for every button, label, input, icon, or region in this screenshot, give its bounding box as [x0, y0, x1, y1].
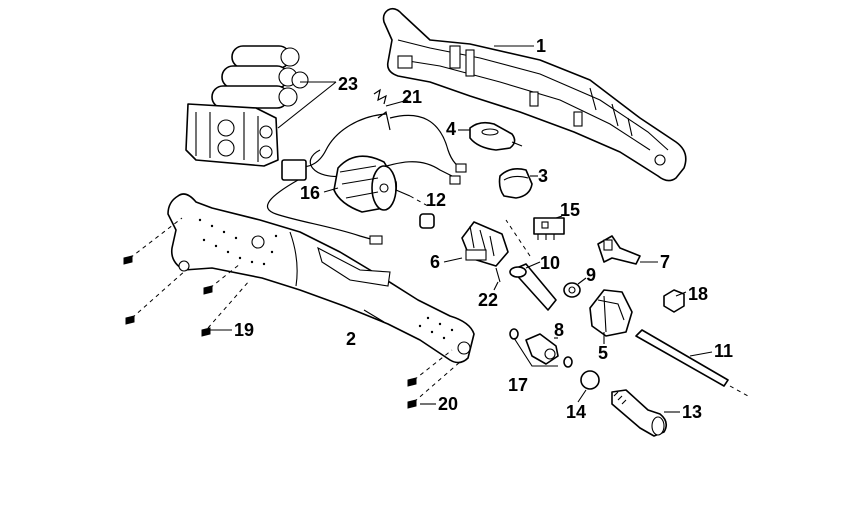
callout-21: 21	[402, 87, 422, 107]
part-21-wiring	[266, 88, 467, 245]
part-17-retaining-rings	[509, 328, 573, 368]
part-14-nut	[580, 370, 600, 390]
callout-15: 15	[560, 200, 580, 220]
callout-7: 7	[660, 252, 670, 272]
part-3-knob	[498, 168, 533, 199]
part-1-upper-housing	[382, 7, 687, 182]
callout-12: 12	[426, 190, 446, 210]
callout-13: 13	[682, 402, 702, 422]
part-12-bushing	[419, 213, 435, 229]
part-4-switch-button	[469, 121, 523, 151]
part-2-lower-housing	[123, 193, 475, 409]
callout-17: 17	[508, 375, 528, 395]
part-15-switch-module	[533, 217, 565, 240]
part-11-bit-shaft	[635, 329, 749, 397]
part-8-collar	[525, 333, 559, 365]
part-6-gear-housing	[461, 221, 509, 267]
part-7-lock-lever	[597, 235, 641, 265]
callout-16: 16	[300, 183, 320, 203]
part-10-spindle	[505, 219, 557, 311]
callout-14: 14	[566, 402, 586, 422]
callouts: 1 2 3 4 5 6 7 8 9 10 11 12 13 14 15 16 1…	[210, 36, 733, 422]
callout-10: 10	[540, 253, 560, 273]
callout-8: 8	[554, 320, 564, 340]
callout-18: 18	[688, 284, 708, 304]
callout-1: 1	[536, 36, 546, 56]
callout-9: 9	[586, 265, 596, 285]
part-23-battery-pack	[185, 45, 309, 167]
callout-20: 20	[438, 394, 458, 414]
callout-22: 22	[478, 290, 498, 310]
part-9-washer	[563, 282, 581, 298]
callout-19: 19	[234, 320, 254, 340]
part-16-motor	[333, 155, 429, 213]
part-13-collet-sleeve	[611, 389, 668, 437]
callout-3: 3	[538, 166, 548, 186]
part-22-pin	[495, 267, 501, 283]
callout-23: 23	[338, 74, 358, 94]
callout-4: 4	[446, 119, 456, 139]
callout-6: 6	[430, 252, 440, 272]
callout-11: 11	[714, 341, 733, 361]
callout-2: 2	[346, 329, 356, 349]
callout-5: 5	[598, 343, 608, 363]
part-5-chuck-body	[589, 289, 633, 337]
part-18-cube	[663, 289, 685, 313]
